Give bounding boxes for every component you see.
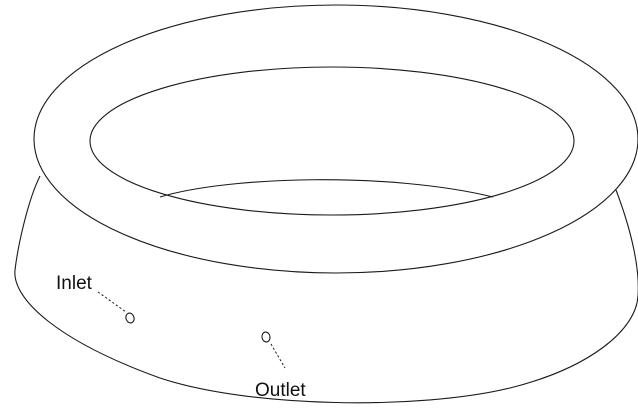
outlet-port bbox=[261, 331, 271, 343]
outlet-leader bbox=[270, 343, 286, 369]
top-ring-outer bbox=[33, 4, 638, 274]
inlet-leader bbox=[97, 291, 127, 313]
pool-inner-rim bbox=[159, 179, 494, 198]
outlet-label: Outlet bbox=[255, 380, 306, 401]
pool-wall bbox=[14, 175, 638, 404]
inlet-label: Inlet bbox=[56, 273, 93, 294]
inlet-port bbox=[125, 312, 135, 324]
top-ring-inner bbox=[89, 66, 575, 216]
